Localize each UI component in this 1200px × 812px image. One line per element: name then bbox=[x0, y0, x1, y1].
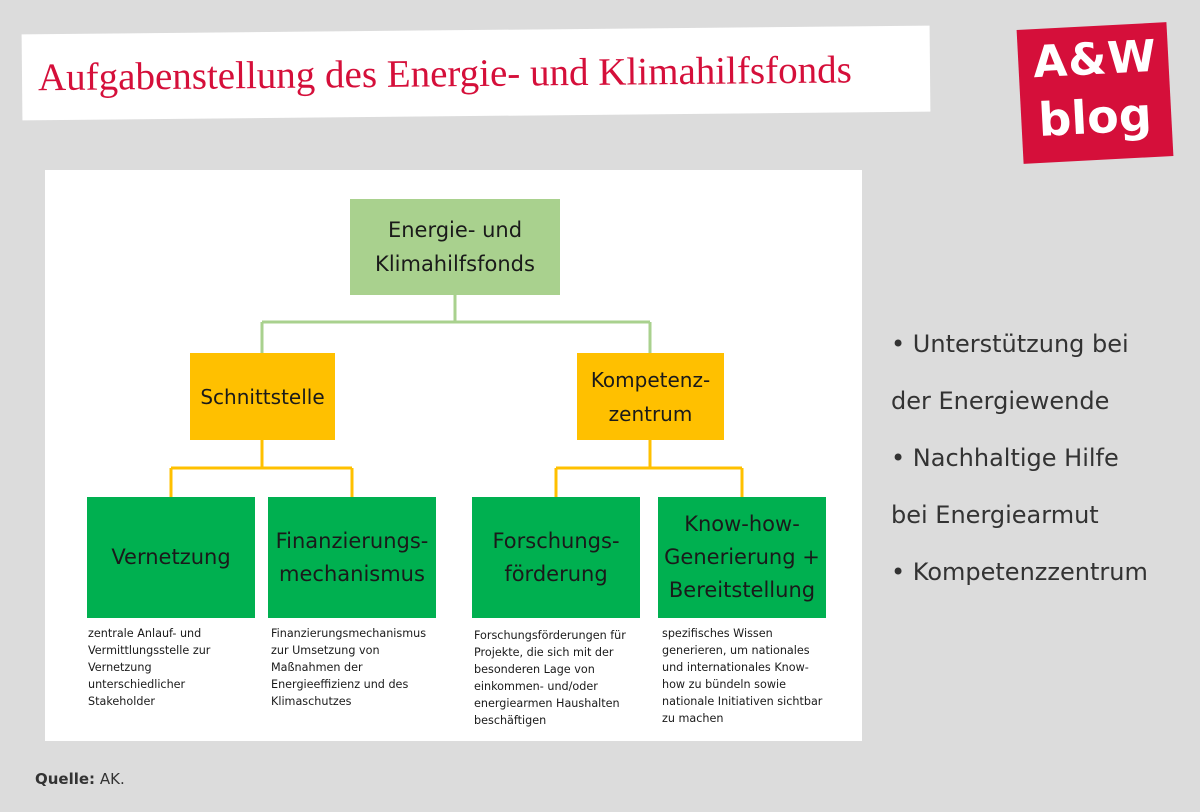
source-label: Quelle: bbox=[35, 770, 96, 788]
node-finanzierungsmechanismus: Finanzierungs- mechanismus bbox=[268, 497, 436, 618]
root-connectors bbox=[260, 295, 652, 353]
bullet-line: bei Energiearmut bbox=[891, 501, 1099, 529]
bullet-line: der Energiewende bbox=[891, 387, 1110, 415]
bullet-list: • Unterstützung bei der Energiewende • N… bbox=[891, 316, 1191, 601]
page-title: Aufgabenstellung des Energie- und Klimah… bbox=[37, 47, 852, 99]
source-note: Quelle: AK. bbox=[35, 770, 125, 788]
connector-lines bbox=[169, 295, 744, 497]
node-schnittstelle: Schnittstelle bbox=[190, 353, 335, 440]
org-chart-panel: Energie- und Klimahilfsfonds Schnittstel… bbox=[45, 170, 862, 741]
logo-text-blog: blog bbox=[1037, 87, 1153, 147]
aw-blog-logo[interactable]: A&W blog bbox=[1016, 22, 1174, 164]
description-vernetzung: zentrale Anlauf- und Vermittlungsstelle … bbox=[88, 627, 211, 708]
bullet-line: • Kompetenzzentrum bbox=[891, 558, 1148, 586]
source-value: AK. bbox=[99, 770, 125, 788]
title-banner: Aufgabenstellung des Energie- und Klimah… bbox=[21, 25, 931, 121]
description-finanzierungsmechanismus: Finanzierungsmechanismus zur Umsetzung v… bbox=[271, 627, 427, 708]
logo-text-aw: A&W bbox=[1031, 30, 1159, 89]
bullet-line: • Nachhaltige Hilfe bbox=[891, 444, 1119, 472]
description-know-how: spezifisches Wissen generieren, um natio… bbox=[662, 627, 823, 725]
node-vernetzung: Vernetzung bbox=[87, 497, 255, 618]
middle-connectors bbox=[169, 440, 744, 497]
root-node: Energie- und Klimahilfsfonds bbox=[350, 199, 560, 295]
node-know-how: Know-how- Generierung + Bereitstellung bbox=[658, 497, 826, 618]
node-forschungsfoerderung: Forschungs- förderung bbox=[472, 497, 640, 618]
description-forschungsfoerderung: Forschungsförderungen für Projekte, die … bbox=[474, 629, 626, 727]
node-kompetenzzentrum: Kompetenz- zentrum bbox=[577, 353, 724, 440]
bullet-line: • Unterstützung bei bbox=[891, 330, 1129, 358]
